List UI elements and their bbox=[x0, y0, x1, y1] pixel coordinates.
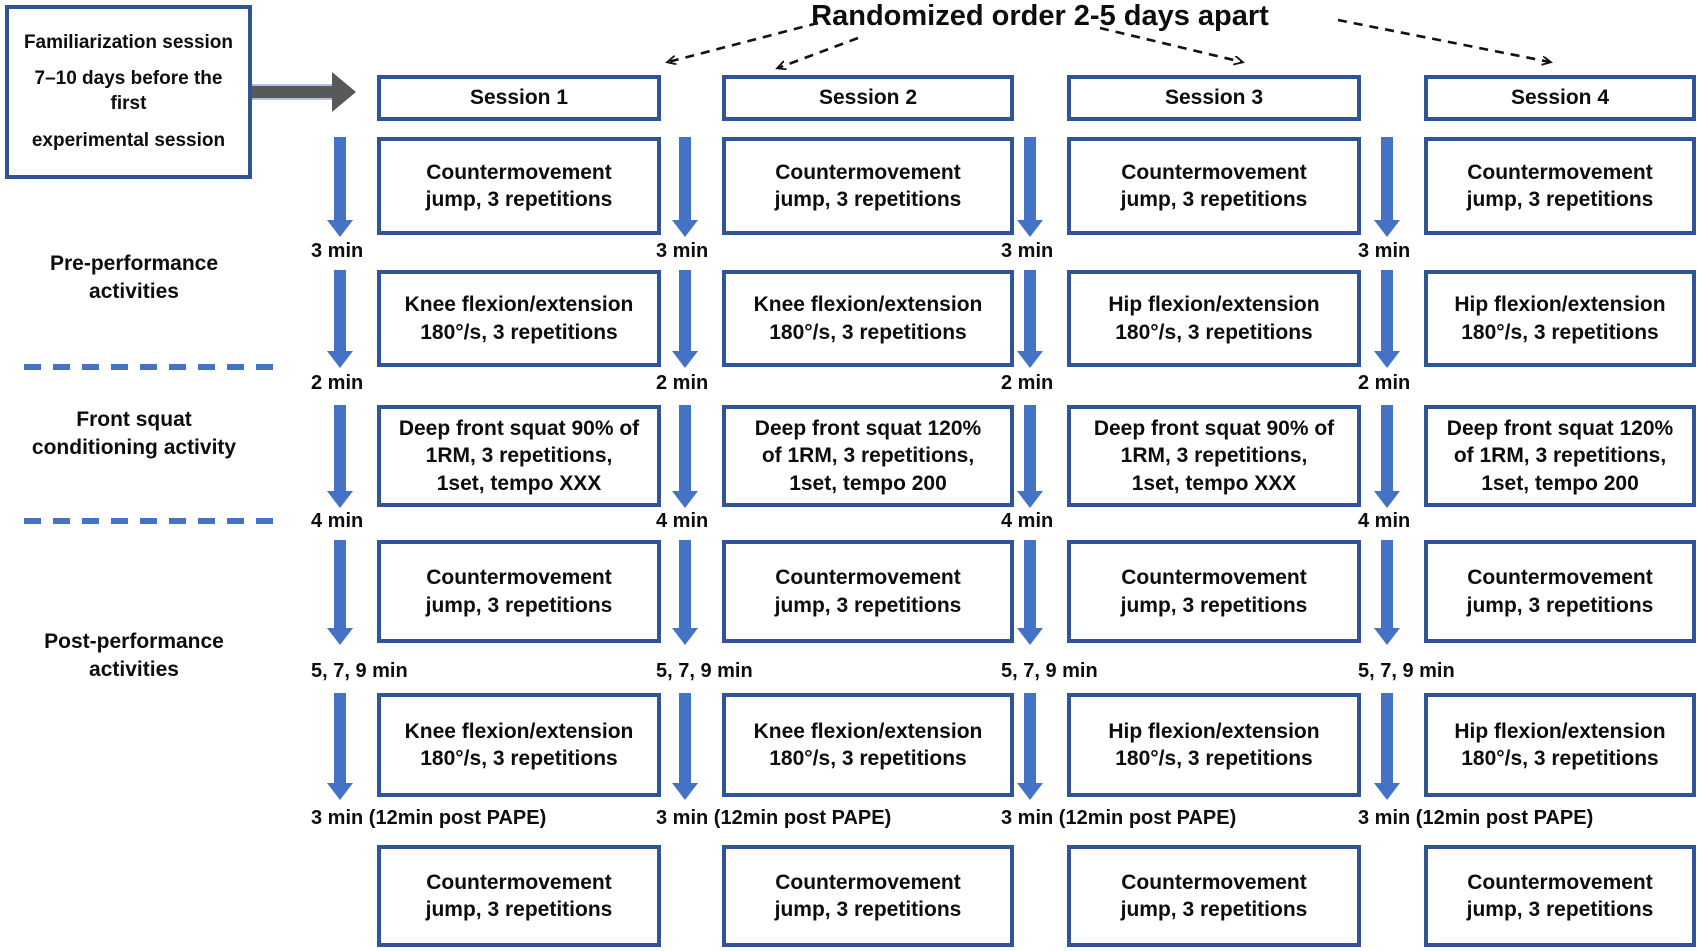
activity-box: Knee flexion/extension 180°/s, 3 repetit… bbox=[377, 270, 661, 367]
session-header: Session 3 bbox=[1067, 75, 1361, 121]
activity-box: Countermovement jump, 3 repetitions bbox=[1067, 137, 1361, 235]
down-arrow-icon bbox=[1017, 270, 1043, 368]
activity-box: Deep front squat 120% of 1RM, 3 repetiti… bbox=[722, 405, 1014, 507]
activity-box: Countermovement jump, 3 repetitions bbox=[377, 540, 661, 643]
familiarization-box: Familiarization session 7–10 days before… bbox=[5, 5, 252, 179]
down-arrow-icon bbox=[1374, 270, 1400, 368]
interval-label: 4 min bbox=[1358, 510, 1411, 532]
activity-box: Countermovement jump, 3 repetitions bbox=[1067, 845, 1361, 947]
interval-label: 3 min bbox=[1358, 240, 1411, 262]
interval-label: 3 min (12min post PAPE) bbox=[1001, 807, 1237, 829]
activity-box: Deep front squat 120% of 1RM, 3 repetiti… bbox=[1424, 405, 1696, 507]
phase-separator-dashed-line bbox=[24, 518, 282, 524]
randomization-connector-arrows bbox=[560, 18, 1640, 82]
down-arrow-icon bbox=[1374, 540, 1400, 645]
interval-label: 5, 7, 9 min bbox=[1001, 660, 1098, 682]
down-arrow-icon bbox=[672, 137, 698, 237]
down-arrow-icon bbox=[1017, 540, 1043, 645]
activity-box: Deep front squat 90% of 1RM, 3 repetitio… bbox=[377, 405, 661, 507]
interval-label: 4 min bbox=[656, 510, 709, 532]
familiarization-line: Familiarization session bbox=[23, 31, 234, 53]
interval-label: 3 min (12min post PAPE) bbox=[656, 807, 892, 829]
interval-label: 2 min bbox=[656, 372, 709, 394]
phase-label-post-performance: Post-performance activities bbox=[44, 630, 224, 682]
interval-label: 3 min (12min post PAPE) bbox=[311, 807, 547, 829]
session-1-column: Session 1 Countermovement jump, 3 repeti… bbox=[305, 0, 685, 951]
interval-label: 4 min bbox=[311, 510, 364, 532]
activity-box: Knee flexion/extension 180°/s, 3 repetit… bbox=[722, 693, 1014, 797]
down-arrow-icon bbox=[672, 540, 698, 645]
interval-label: 5, 7, 9 min bbox=[1358, 660, 1455, 682]
down-arrow-icon bbox=[672, 270, 698, 368]
interval-label: 5, 7, 9 min bbox=[656, 660, 753, 682]
down-arrow-icon bbox=[672, 693, 698, 800]
familiarization-line: experimental session bbox=[31, 129, 226, 151]
session-header: Session 4 bbox=[1424, 75, 1696, 121]
session-4-column: Session 4 Countermovement jump, 3 repeti… bbox=[1352, 0, 1698, 951]
activity-box: Countermovement jump, 3 repetitions bbox=[722, 540, 1014, 643]
activity-box: Countermovement jump, 3 repetitions bbox=[1067, 540, 1361, 643]
down-arrow-icon bbox=[327, 540, 353, 645]
down-arrow-icon bbox=[327, 693, 353, 800]
down-arrow-icon bbox=[672, 405, 698, 508]
down-arrow-icon bbox=[1017, 405, 1043, 508]
interval-label: 3 min bbox=[311, 240, 364, 262]
activity-box: Deep front squat 90% of 1RM, 3 repetitio… bbox=[1067, 405, 1361, 507]
down-arrow-icon bbox=[1017, 693, 1043, 800]
right-arrow-icon bbox=[252, 72, 356, 112]
interval-label: 2 min bbox=[1358, 372, 1411, 394]
interval-label: 3 min bbox=[656, 240, 709, 262]
down-arrow-icon bbox=[327, 405, 353, 508]
session-3-column: Session 3 Countermovement jump, 3 repeti… bbox=[995, 0, 1375, 951]
phase-label-pre-performance: Pre-performance activities bbox=[49, 252, 219, 304]
activity-box: Countermovement jump, 3 repetitions bbox=[722, 845, 1014, 947]
randomization-title: Randomized order 2-5 days apart bbox=[811, 0, 1269, 32]
activity-box: Countermovement jump, 3 repetitions bbox=[1424, 540, 1696, 643]
familiarization-line: 7–10 days before the first bbox=[34, 68, 223, 114]
interval-label: 3 min bbox=[1001, 240, 1054, 262]
activity-box: Knee flexion/extension 180°/s, 3 repetit… bbox=[377, 693, 661, 797]
interval-label: 5, 7, 9 min bbox=[311, 660, 408, 682]
session-header: Session 2 bbox=[722, 75, 1014, 121]
activity-box: Countermovement jump, 3 repetitions bbox=[377, 845, 661, 947]
interval-label: 4 min bbox=[1001, 510, 1054, 532]
activity-box: Countermovement jump, 3 repetitions bbox=[722, 137, 1014, 235]
down-arrow-icon bbox=[1374, 693, 1400, 800]
activity-box: Hip flexion/extension 180°/s, 3 repetiti… bbox=[1067, 270, 1361, 367]
activity-box: Hip flexion/extension 180°/s, 3 repetiti… bbox=[1424, 270, 1696, 367]
down-arrow-icon bbox=[327, 137, 353, 237]
phase-label-conditioning: Front squat conditioning activity bbox=[31, 408, 237, 460]
session-header: Session 1 bbox=[377, 75, 661, 121]
session-2-column: Session 2 Countermovement jump, 3 repeti… bbox=[650, 0, 1030, 951]
down-arrow-icon bbox=[327, 270, 353, 368]
interval-label: 2 min bbox=[311, 372, 364, 394]
activity-box: Knee flexion/extension 180°/s, 3 repetit… bbox=[722, 270, 1014, 367]
activity-box: Hip flexion/extension 180°/s, 3 repetiti… bbox=[1067, 693, 1361, 797]
down-arrow-icon bbox=[1374, 405, 1400, 508]
interval-label: 2 min bbox=[1001, 372, 1054, 394]
activity-box: Countermovement jump, 3 repetitions bbox=[1424, 137, 1696, 235]
activity-box: Countermovement jump, 3 repetitions bbox=[377, 137, 661, 235]
phase-separator-dashed-line bbox=[24, 364, 282, 370]
down-arrow-icon bbox=[1017, 137, 1043, 237]
activity-box: Countermovement jump, 3 repetitions bbox=[1424, 845, 1696, 947]
interval-label: 3 min (12min post PAPE) bbox=[1358, 807, 1594, 829]
down-arrow-icon bbox=[1374, 137, 1400, 237]
activity-box: Hip flexion/extension 180°/s, 3 repetiti… bbox=[1424, 693, 1696, 797]
